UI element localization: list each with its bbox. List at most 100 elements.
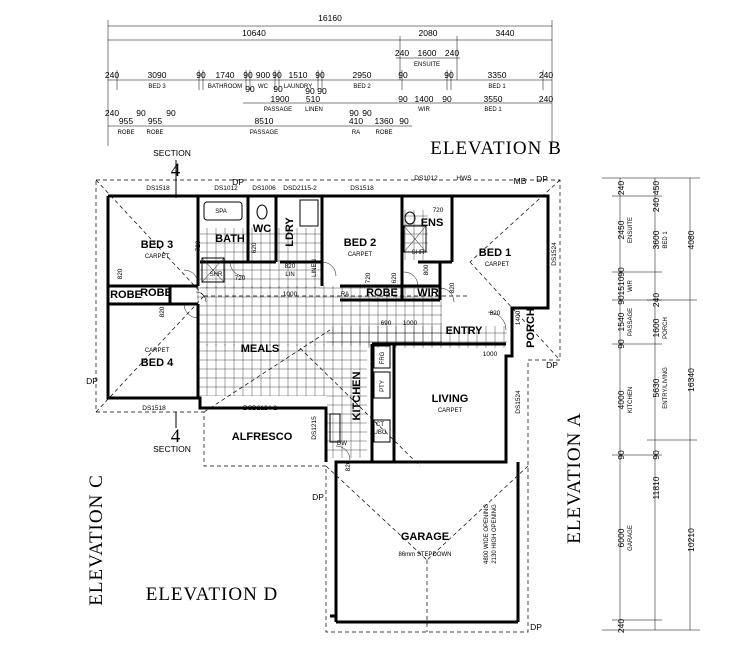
r3-90c: 90 <box>272 70 282 80</box>
rc1-2450: 2450 <box>616 220 626 239</box>
rc1-90b: 90 <box>616 295 626 305</box>
rc2-lbl-bed1: BED 1 <box>663 231 669 249</box>
r5-lbl-ra: RA <box>352 130 360 136</box>
r5-lbl-robe: ROBE <box>375 130 392 136</box>
section-marker-top: SECTION 4 <box>153 148 191 198</box>
door-swings <box>183 261 507 461</box>
win-ldry: DSD2115-2 <box>283 185 317 192</box>
dp-top-right: DP <box>536 174 548 184</box>
door-720-bed2: 720 <box>365 272 372 283</box>
rc1-lbl-garage: GARAGE <box>628 525 634 551</box>
elevation-c: ELEVATION C <box>86 474 107 606</box>
fridge <box>373 345 391 369</box>
room-bed4: BED 4 <box>141 357 174 369</box>
door-820-bed4: 820 <box>159 306 166 317</box>
r4-lbl-linen: LINEN <box>305 107 323 113</box>
win-bed4: DS1518 <box>142 405 166 412</box>
dim-ens-1600: 1600 <box>418 48 437 58</box>
door-820-garage: 820 <box>345 460 352 471</box>
rc2-450: 450 <box>651 181 661 195</box>
section-marker-bottom: 4 SECTION <box>153 412 191 454</box>
r3-90a: 90 <box>196 70 206 80</box>
win-meals: DSD2124-2 <box>243 405 277 412</box>
rc2-11810: 11810 <box>651 476 661 499</box>
room-bath: BATH <box>215 233 245 245</box>
r5-90c: 90 <box>349 108 359 118</box>
door-620-bed2: 620 <box>391 272 398 283</box>
wc-toilet <box>256 204 268 220</box>
door-720-ens: 720 <box>433 207 444 214</box>
r3-lbl-wc: WC <box>258 84 269 90</box>
garage-stepdown: 86mm STEPDOWN <box>398 552 451 558</box>
door-800-wir: 800 <box>423 264 430 275</box>
bed2-carpet: CARPET <box>348 252 373 258</box>
r3-1740: 1740 <box>216 70 235 80</box>
room-kitchen: KITCHEN <box>351 372 363 421</box>
r4-240: 240 <box>539 94 553 104</box>
r5-955a: 955 <box>119 116 133 126</box>
sink <box>329 413 341 443</box>
r3-lbl-laundry: LAUNDRY <box>284 84 313 90</box>
ens-shr-label: SHR <box>412 250 425 256</box>
r4-1900: 1900 <box>271 94 290 104</box>
bed1-carpet: CARPET <box>485 262 510 268</box>
rc1-lbl-wir: WIR <box>628 280 634 292</box>
bath-shr-label: SHR <box>210 272 223 278</box>
r5-1360: 1360 <box>375 116 394 126</box>
r3-1510: 1510 <box>289 70 308 80</box>
rc2-lbl-porch: PORCH <box>663 317 669 339</box>
ra-label: RA <box>341 292 349 298</box>
spa-bath <box>203 201 243 221</box>
dim-ens-240b: 240 <box>445 48 459 58</box>
r5-410: 410 <box>349 116 363 126</box>
hws-label: HWS <box>456 175 472 182</box>
bed4-carpet: CARPET <box>145 348 170 354</box>
elevation-a: ELEVATION A <box>564 412 585 544</box>
rc3-16340: 16340 <box>686 368 696 392</box>
r3-lbl-bed1: BED 1 <box>488 84 506 90</box>
r4-3550: 3550 <box>484 94 503 104</box>
laundry-tub <box>299 199 319 227</box>
bath-shower <box>201 257 225 283</box>
living-carpet: CARPET <box>438 408 463 414</box>
room-entry: ENTRY <box>446 325 484 337</box>
rc1-lbl-kitchen: KITCHEN <box>628 387 634 413</box>
win-living: DS1524 <box>515 390 522 414</box>
rc2-5630: 5630 <box>651 378 661 397</box>
rc1-1540: 1540 <box>616 312 626 331</box>
dim-ens-240a: 240 <box>395 48 409 58</box>
cooktop <box>373 419 391 443</box>
robe-bed4: ROBE <box>140 287 172 299</box>
room-bed2: BED 2 <box>344 237 376 249</box>
elevation-d: ELEVATION D <box>146 584 279 605</box>
rc1-240: 240 <box>616 181 626 195</box>
dim-ensuite-label: ENSUITE <box>414 62 440 68</box>
rc2-240: 240 <box>651 198 661 212</box>
door-620-wc: 620 <box>251 242 258 253</box>
rc1-1510: 1510 <box>616 276 626 295</box>
r4-90b: 90 <box>273 84 283 94</box>
dim-3440: 3440 <box>496 28 515 38</box>
win-bath: DS1012 <box>214 185 238 192</box>
ens-shower <box>403 225 427 253</box>
rc1-240b: 240 <box>616 619 626 633</box>
fixtures <box>201 199 427 443</box>
r4-90e: 90 <box>398 94 408 104</box>
r3-2950: 2950 <box>353 70 372 80</box>
room-living: LIVING <box>432 393 469 405</box>
r5-90b: 90 <box>166 108 176 118</box>
section-label-top: SECTION <box>153 148 191 158</box>
dp-garage: DP <box>312 492 324 502</box>
r3-240: 240 <box>105 70 119 80</box>
room-wir: WIR <box>417 287 438 299</box>
r3-90f: 90 <box>444 70 454 80</box>
r4-510: 510 <box>306 94 320 104</box>
r4-lbl-passage: PASSAGE <box>264 107 292 113</box>
robe-bed2: ROBE <box>366 287 398 299</box>
door-690: 690 <box>381 320 392 327</box>
dw-label: DW <box>337 441 347 447</box>
door-720-shr: 720 <box>235 275 246 282</box>
dp-top: DP <box>232 177 244 187</box>
r3-lbl-bed3: BED 3 <box>148 84 166 90</box>
